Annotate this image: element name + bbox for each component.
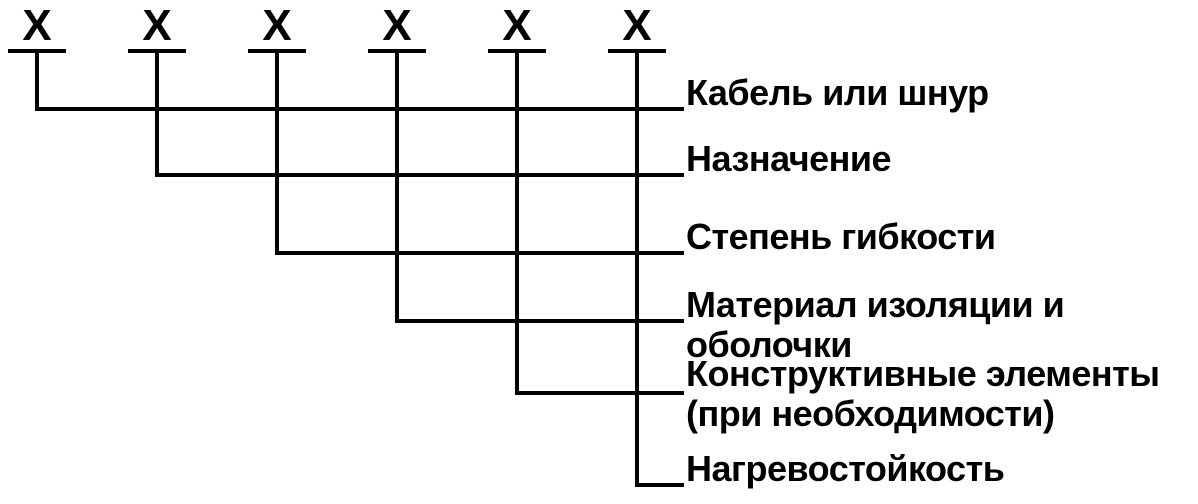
connector-horizontal-6: [635, 483, 684, 487]
connector-horizontal-5: [515, 391, 684, 395]
connector-vertical-5: [515, 49, 519, 395]
connector-horizontal-4: [395, 319, 684, 323]
connector-horizontal-2: [155, 173, 684, 177]
x-placeholder-3: X: [262, 1, 292, 50]
x-placeholder-5: X: [502, 1, 532, 50]
x-placeholder-2: X: [142, 1, 172, 50]
connector-vertical-2: [155, 49, 159, 177]
label-structural-elements: Конструктивные элементы (при необходимос…: [686, 353, 1160, 434]
connector-vertical-1: [35, 49, 39, 111]
label-purpose: Назначение: [686, 138, 892, 179]
connector-vertical-3: [275, 49, 279, 255]
label-insulation-material: Материал изоляции и оболочки: [686, 284, 1065, 365]
x-placeholder-4: X: [382, 1, 412, 50]
x-placeholder-1: X: [22, 1, 52, 50]
label-cable-or-cord: Кабель или шнур: [686, 72, 989, 113]
x-placeholder-6: X: [622, 1, 652, 50]
connector-vertical-4: [395, 49, 399, 323]
label-heat-resistance: Нагревостойкость: [686, 448, 1005, 489]
connector-horizontal-3: [275, 251, 684, 255]
connector-horizontal-1: [35, 107, 684, 111]
label-flexibility-degree: Степень гибкости: [686, 216, 996, 257]
connector-vertical-6: [635, 49, 639, 487]
